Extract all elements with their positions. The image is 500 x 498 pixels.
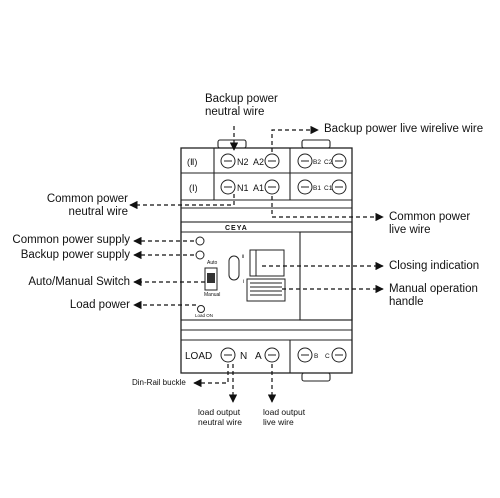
load-on-label: Load ON	[195, 313, 213, 318]
top-rail-clip-right	[301, 139, 331, 149]
label-load-neutral-line1: load output	[198, 407, 241, 417]
label-backup-neutral-line1: Backup power	[205, 93, 278, 105]
terminal-n1-label: N1	[237, 183, 249, 193]
brand-logo: CEYA	[225, 225, 248, 232]
label-common-neutral-line1: Common power	[46, 193, 128, 205]
label-manual-handle-line1: Manual operation	[389, 283, 478, 295]
terminal-a-label: A	[255, 351, 262, 362]
row-2-label: (Ⅱ)	[187, 157, 197, 167]
label-backup-neutral-line2: neutral wire	[205, 106, 265, 119]
common-supply-lamp	[195, 236, 205, 246]
terminal-a2-label: A2	[253, 157, 264, 167]
terminal-b-label: B	[314, 353, 318, 360]
terminal-c1-label: C1	[324, 185, 333, 192]
label-backup-supply: Backup power supply	[20, 249, 130, 261]
leader-lines	[129, 125, 384, 403]
terminal-c-label: C	[325, 353, 330, 360]
label-common-supply: Common power supply	[12, 234, 130, 246]
label-common-live-line2: live wire	[389, 224, 431, 237]
label-load-live-line2: live wire	[263, 416, 294, 427]
load-label: LOAD	[185, 351, 212, 362]
label-manual-handle: Manual operation handle	[389, 283, 478, 309]
label-auto-manual-switch: Auto/Manual Switch	[28, 276, 130, 288]
indicators	[195, 236, 205, 313]
closing-indicator-window	[249, 249, 285, 277]
row-1-label: (Ⅰ)	[189, 183, 198, 193]
label-load-neutral-line2: neutral wire	[198, 416, 242, 427]
label-closing-indication: Closing indication	[389, 260, 480, 272]
manual-label: Manual	[204, 292, 220, 298]
label-load-neutral: load output neutral wire	[198, 407, 242, 428]
bottom-rail-clip	[301, 372, 331, 382]
label-common-neutral-line2: neutral wire	[68, 206, 128, 219]
label-common-live-line1: Common power	[389, 211, 471, 223]
terminals-row-2	[220, 153, 347, 363]
label-load-power: Load power	[69, 299, 130, 311]
switch-device	[180, 139, 353, 382]
handle-i-mark: Ⅰ	[243, 279, 244, 285]
terminal-a1-label: A1	[253, 183, 264, 193]
top-rail-clip-left	[217, 139, 247, 149]
label-backup-neutral: Backup power neutral wire	[205, 93, 278, 119]
label-backup-live: Backup power live wirelive wire	[324, 123, 484, 135]
label-manual-handle-line2: handle	[389, 296, 424, 309]
terminal-n-label: N	[240, 351, 247, 362]
terminal-n2-label: N2	[237, 157, 249, 167]
terminal-b2-label: B2	[313, 159, 321, 166]
label-load-live: load output live wire	[263, 407, 306, 428]
label-load-live-line1: load output	[263, 407, 306, 417]
terminal-b1-label: B1	[313, 185, 321, 192]
auto-label: Auto	[207, 260, 218, 266]
label-din-rail: Din-Rail buckle	[132, 378, 186, 387]
manual-operation-handle[interactable]	[246, 278, 286, 302]
label-common-neutral: Common power neutral wire	[28, 193, 128, 219]
load-power-lamp	[197, 305, 205, 313]
label-common-live: Common power live wire	[389, 211, 470, 237]
handle-ii-mark: Ⅱ	[242, 254, 244, 260]
right-module	[299, 231, 353, 321]
terminal-c2-label: C2	[324, 159, 333, 166]
backup-supply-lamp	[195, 250, 205, 260]
